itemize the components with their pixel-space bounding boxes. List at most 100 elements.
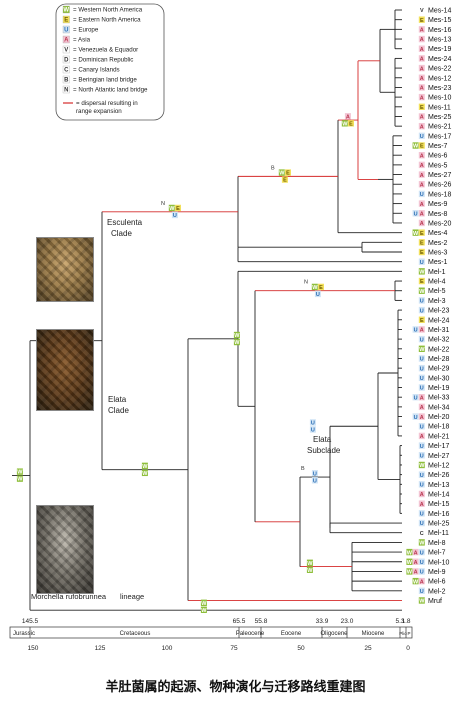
legend-label: = Canary Islands [73, 67, 120, 74]
tip-area-box [418, 316, 425, 323]
node-area-code: W [234, 333, 240, 339]
tip-area-box [418, 113, 425, 120]
tip-area-box [418, 171, 425, 178]
tip-area-code: U [420, 134, 424, 140]
axis-tick-bottom: 0 [406, 645, 410, 652]
node-area-code: U [313, 471, 317, 477]
epoch-label: Miocene [362, 631, 385, 637]
tip-area-box [418, 548, 425, 556]
node-area-box [306, 566, 313, 573]
node-area-box [233, 338, 240, 346]
tip-area-box [418, 219, 425, 227]
legend-label: = Eastern North America [73, 17, 141, 24]
node-area-box [309, 419, 316, 426]
tip-area-box [418, 384, 425, 391]
epoch-bar [9, 626, 413, 639]
legend-code: W [63, 8, 69, 14]
node-area-code: W [142, 471, 148, 477]
tip-area-code: A [420, 415, 424, 421]
tip-area-box [418, 432, 425, 440]
epoch-label: Plio [399, 631, 407, 636]
clade-label-elata-subclade-2: Subclade [307, 446, 341, 455]
elata-morel-photo [36, 329, 94, 411]
tip-area-code: U [420, 308, 424, 314]
tip-area-box [418, 93, 425, 101]
tip-area-code: U [420, 521, 424, 527]
tip-area-code: A [414, 570, 418, 576]
tip-label: Mes-12 [428, 75, 451, 82]
tip-area-code: U [420, 299, 424, 305]
tip-area-code: U [420, 260, 424, 266]
epoch-label: Paleocene [236, 631, 265, 637]
tip-area-box [418, 181, 425, 188]
tip-area-code: U [420, 366, 424, 372]
tip-label: Mel-15 [428, 501, 450, 508]
tip-area-code: U [414, 415, 418, 421]
tip-label: Mes-22 [428, 66, 451, 73]
axis-tick-bottom: 150 [28, 645, 39, 652]
node-area-box [141, 469, 148, 477]
legend-label: = Dominican Republic [73, 57, 133, 64]
tip-label: Mel-21 [428, 433, 450, 440]
rufobrunnea-morel-photo [36, 505, 94, 594]
tip-area-code: W [419, 463, 425, 469]
tip-area-code: A [420, 37, 424, 43]
tip-area-box [418, 539, 425, 546]
tip-area-code: A [420, 579, 424, 585]
tip-area-code: W [419, 347, 425, 353]
tip-label: Mel-28 [428, 356, 450, 363]
tip-label: Mel-8 [428, 540, 446, 547]
tip-area-box [418, 374, 425, 382]
node-note: N [304, 280, 308, 286]
legend-swatch-c [62, 65, 70, 74]
tip-area-code: W [419, 541, 425, 547]
legend-label: = Western North America [73, 7, 143, 14]
tip-area-box [412, 229, 419, 236]
tip-area-box [418, 306, 425, 314]
tip-label: Mel-2 [428, 588, 446, 595]
node-area-code: W [142, 464, 148, 470]
tip-area-box [418, 481, 425, 488]
tip-label: Mes-7 [428, 143, 448, 150]
legend-swatch-d [62, 55, 70, 64]
node-area-box [200, 599, 207, 606]
node-area-box [281, 176, 288, 183]
tip-area-box [418, 287, 425, 294]
tip-area-box [418, 335, 425, 343]
tip-label: Mel-18 [428, 424, 450, 431]
node-area-code: U [173, 213, 177, 219]
node-area-code: W [312, 285, 318, 291]
tree-branches [12, 9, 402, 611]
tip-label: Mel-30 [428, 375, 450, 382]
axis-tick-top: 5.3 [395, 618, 404, 625]
epoch-label: P [407, 631, 410, 636]
node-area-box [233, 331, 240, 339]
tip-area-code: U [414, 328, 418, 334]
legend-label: = Asia [73, 37, 91, 44]
tip-area-code: A [420, 182, 424, 188]
tip-area-code: U [420, 550, 424, 556]
legend-label: = Beringian land bridge [73, 77, 137, 84]
node-area-code: W [307, 561, 313, 567]
tip-label: Mes-3 [428, 250, 448, 257]
tip-area-box [418, 403, 425, 411]
axis-tick-bottom: 100 [162, 645, 173, 652]
node-area-box [175, 204, 181, 212]
node-area-box [306, 559, 313, 566]
tip-area-box [418, 277, 425, 285]
tip-area-code: A [420, 211, 424, 217]
tip-labels: Mes-14VMes-15EMes-16AMes-13AMes-19AMes-2… [406, 6, 451, 605]
tip-area-box [412, 394, 419, 401]
tip-area-box [418, 394, 425, 401]
tip-area-code: U [420, 560, 424, 566]
tip-area-box [418, 326, 425, 333]
tip-area-code: A [420, 57, 424, 63]
tip-area-box [418, 35, 425, 43]
tip-area-box [418, 122, 425, 130]
clade-label-elata-subclade-1: Elata [313, 435, 332, 444]
tip-area-code: A [420, 502, 424, 508]
node-area-box [311, 470, 318, 477]
tip-label: Mel-12 [428, 462, 450, 469]
node-area-box [285, 169, 291, 176]
tip-area-code: W [413, 231, 419, 237]
